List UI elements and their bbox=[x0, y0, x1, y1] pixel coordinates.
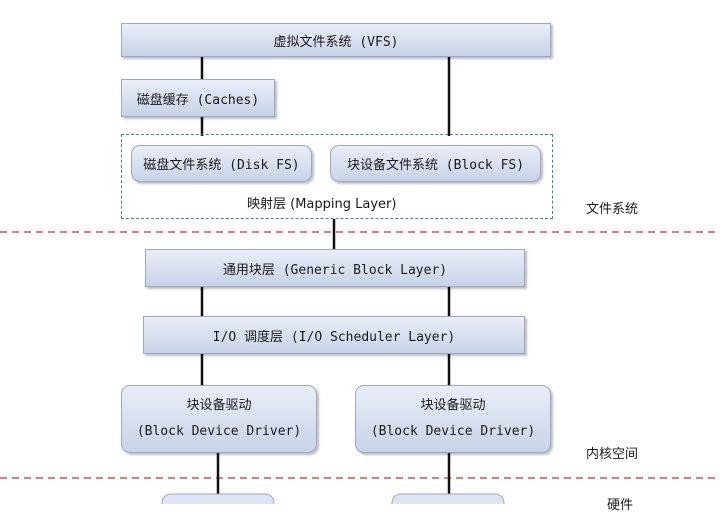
driver-left-line2: (Block Device Driver) bbox=[136, 424, 302, 439]
generic-block-layer: 通用块层 (Generic Block Layer) bbox=[145, 249, 525, 287]
mapping-layer-frame bbox=[121, 134, 553, 219]
zone-label-filesystem: 文件系统 bbox=[586, 202, 639, 217]
caches-layer: 磁盘缓存 (Caches) bbox=[121, 79, 275, 117]
driver-right-line1: 块设备驱动 bbox=[420, 398, 486, 413]
io-scheduler-label: I/O 调度层 (I/O Scheduler Layer) bbox=[212, 329, 456, 345]
vfs-label: 虚拟文件系统 (VFS) bbox=[273, 34, 399, 50]
mapping-layer-label: 映射层 (Mapping Layer) bbox=[247, 197, 397, 212]
disk-fs-label: 磁盘文件系统 (Disk FS) bbox=[143, 158, 300, 173]
block-fs-label: 块设备文件系统 (Block FS) bbox=[346, 158, 525, 173]
hardware-device-left bbox=[161, 493, 275, 504]
driver-left-line1: 块设备驱动 bbox=[186, 398, 252, 413]
generic-block-label: 通用块层 (Generic Block Layer) bbox=[222, 262, 448, 278]
disk-fs-box: 磁盘文件系统 (Disk FS) bbox=[131, 145, 312, 182]
vfs-layer: 虚拟文件系统 (VFS) bbox=[121, 23, 551, 57]
hardware-device-right bbox=[391, 493, 505, 504]
driver-right-box: 块设备驱动 (Block Device Driver) bbox=[355, 385, 551, 453]
driver-right-line2: (Block Device Driver) bbox=[370, 424, 536, 439]
io-scheduler-layer: I/O 调度层 (I/O Scheduler Layer) bbox=[143, 316, 525, 354]
driver-left-box: 块设备驱动 (Block Device Driver) bbox=[121, 385, 317, 453]
block-fs-box: 块设备文件系统 (Block FS) bbox=[330, 145, 541, 182]
caches-label: 磁盘缓存 (Caches) bbox=[136, 92, 260, 108]
zone-label-kernel-space: 内核空间 bbox=[586, 447, 639, 462]
